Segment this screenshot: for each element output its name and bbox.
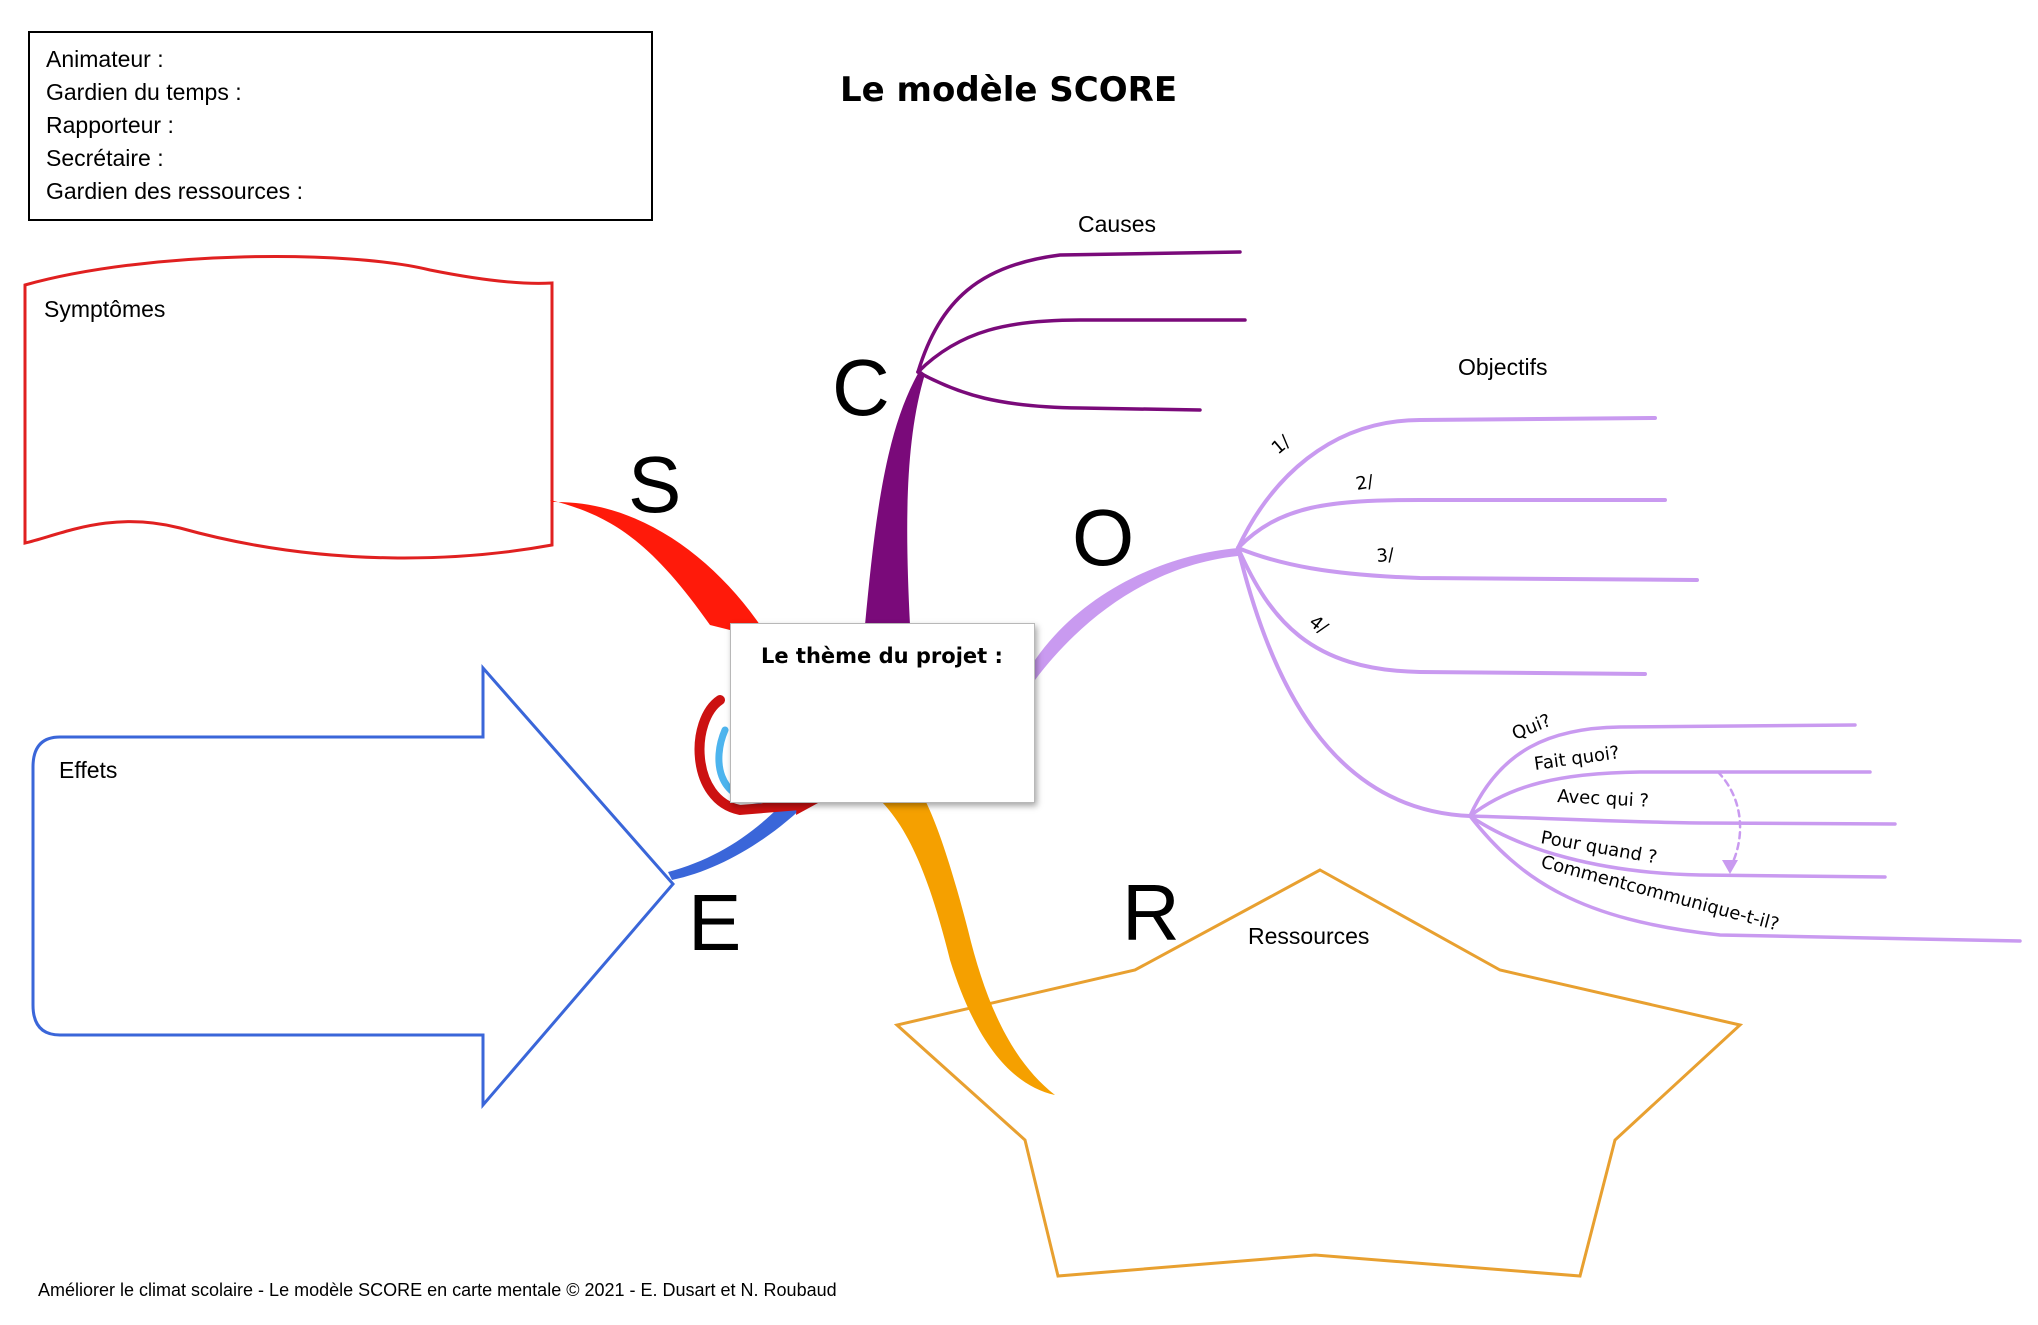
label-symptomes: Symptômes — [44, 296, 165, 322]
objectif-4: 4/ — [1305, 611, 1332, 639]
plan-line-pour-quand — [1468, 814, 1887, 879]
objectifs-branch — [1035, 548, 1238, 680]
objectif-1: 1/ — [1268, 431, 1296, 459]
label-objectifs: Objectifs — [1458, 354, 1547, 380]
causes-line-3 — [916, 370, 1202, 412]
plan-sub-branches — [1468, 723, 2022, 943]
footer-credit: Améliorer le climat scolaire - Le modèle… — [38, 1280, 837, 1300]
label-effets: Effets — [59, 757, 117, 783]
symptomes-flag — [23, 254, 554, 560]
cycle-arc-red — [694, 695, 805, 816]
objectif-line-1 — [1236, 416, 1657, 550]
ressources-branch — [880, 800, 1055, 1095]
objectif-line-2 — [1236, 498, 1667, 550]
symptomes-branch — [550, 500, 770, 640]
label-ressources: Ressources — [1248, 923, 1369, 949]
role-rapporteur: Rapporteur : — [46, 112, 174, 138]
causes-line-1 — [916, 250, 1242, 374]
theme-box: Le thème du projet : — [730, 623, 1035, 803]
objectif-line-4 — [1236, 546, 1647, 676]
diagram-title: Le modèle SCORE — [840, 70, 1178, 110]
plan-line-qui — [1468, 723, 1857, 818]
letter-s: S — [628, 440, 681, 529]
objectif-2: 2/ — [1354, 471, 1376, 495]
label-causes: Causes — [1078, 211, 1156, 237]
plan-dashed-arrow — [1716, 770, 1742, 870]
objectif-line-3 — [1236, 546, 1699, 582]
plan-line-avec-qui — [1468, 814, 1897, 826]
objectif-line-plan — [1236, 546, 1472, 818]
plan-comment: Commentcommunique-t-il? — [1539, 852, 1782, 936]
role-gardien-ressources: Gardien des ressources : — [46, 178, 303, 204]
plan-avec-qui: Avec qui ? — [1557, 786, 1650, 812]
plan-line-fait-quoi — [1468, 770, 1872, 818]
plan-line-comment — [1468, 814, 2022, 943]
effets-branch — [668, 790, 810, 880]
role-gardien-temps: Gardien du temps : — [46, 79, 242, 105]
causes-sub-branches — [916, 250, 1247, 412]
plan-arrowhead — [1722, 860, 1738, 874]
effets-arrow — [31, 664, 675, 1110]
objectif-3: 3/ — [1376, 544, 1396, 567]
roles-box: Animateur : Gardien du temps : Rapporteu… — [28, 31, 653, 221]
letter-r: R — [1122, 868, 1180, 957]
letter-c: C — [832, 343, 890, 432]
role-secretaire: Secrétaire : — [46, 145, 164, 171]
causes-branch — [865, 370, 925, 625]
role-animateur: Animateur : — [46, 46, 164, 72]
theme-label: Le thème du projet : — [761, 644, 1003, 668]
plan-fait-quoi: Fait quoi? — [1533, 742, 1621, 775]
causes-line-2 — [916, 318, 1247, 374]
letter-e: E — [688, 878, 741, 967]
letter-o: O — [1072, 493, 1134, 582]
objectifs-sub-branches — [1236, 416, 1699, 818]
